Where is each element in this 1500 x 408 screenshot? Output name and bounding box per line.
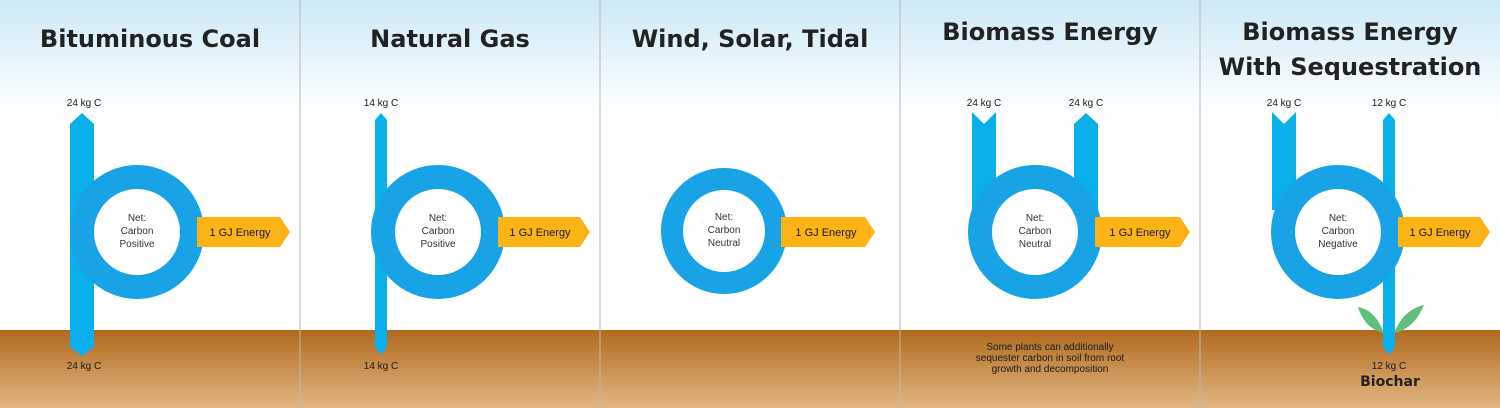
net-label: Positive	[420, 239, 455, 250]
energy-output-arrow	[781, 217, 875, 247]
panel-title: Biomass Energy	[942, 18, 1158, 46]
carbon-bottom-label: 14 kg C	[364, 361, 398, 372]
energy-label: 1 GJ Energy	[795, 227, 857, 239]
net-label: Net:	[1329, 213, 1347, 224]
net-label: Carbon	[1019, 226, 1052, 237]
energy-output-arrow	[498, 217, 590, 247]
net-label: Net:	[1026, 213, 1044, 224]
energy-ring	[371, 165, 505, 299]
net-label: Net:	[128, 213, 146, 224]
net-label: Negative	[1318, 239, 1358, 250]
net-label: Carbon	[708, 225, 741, 236]
carbon-bottom-label: 24 kg C	[67, 361, 101, 372]
net-label: Neutral	[708, 238, 740, 249]
energy-output-arrow	[1398, 217, 1490, 247]
energy-label: 1 GJ Energy	[1409, 227, 1471, 239]
panel-biomass-sequestration: Biomass Energy With Sequestration 24 kg …	[1200, 0, 1500, 408]
energy-label: 1 GJ Energy	[509, 227, 571, 239]
panel-title: Biomass Energy	[1242, 18, 1458, 46]
biochar-label: Biochar	[1360, 374, 1420, 390]
soil-note: Some plants can additionally	[986, 342, 1113, 353]
net-label: Carbon	[1322, 226, 1355, 237]
panel-natural-gas: Natural Gas 14 kg C 14 kg C Net: Carbon …	[300, 0, 600, 408]
panel-wind-solar-tidal: Wind, Solar, Tidal Net: Carbon Neutral 1…	[600, 0, 900, 408]
soil-ground	[900, 330, 1200, 408]
panel-title: Bituminous Coal	[40, 25, 260, 53]
net-label: Net:	[715, 212, 733, 223]
energy-ring	[1271, 165, 1405, 299]
energy-ring	[968, 165, 1102, 299]
carbon-top-label: 12 kg C	[1372, 98, 1406, 109]
carbon-top-label: 14 kg C	[364, 98, 398, 109]
net-label: Net:	[429, 213, 447, 224]
carbon-top-label: 24 kg C	[1267, 98, 1301, 109]
energy-output-arrow	[1095, 217, 1190, 247]
net-label: Carbon	[422, 226, 455, 237]
leaf-icon	[1358, 307, 1384, 333]
soil-ground	[1200, 330, 1500, 408]
net-label: Positive	[119, 239, 154, 250]
net-label: Carbon	[121, 226, 154, 237]
soil-ground	[300, 330, 600, 408]
panel-title: Natural Gas	[370, 25, 530, 53]
panel-title: With Sequestration	[1219, 53, 1482, 81]
panel-biomass-energy: Biomass Energy 24 kg C 24 kg C Net: Carb…	[900, 0, 1200, 408]
soil-ground	[600, 330, 900, 408]
carbon-top-label: 24 kg C	[67, 98, 101, 109]
energy-label: 1 GJ Energy	[1109, 227, 1171, 239]
energy-label: 1 GJ Energy	[209, 227, 271, 239]
soil-note: sequester carbon in soil from root	[976, 353, 1125, 364]
soil-ground	[0, 330, 300, 408]
energy-ring	[70, 165, 204, 299]
soil-note: growth and decomposition	[992, 364, 1109, 375]
net-label: Neutral	[1019, 239, 1051, 250]
carbon-top-label: 24 kg C	[967, 98, 1001, 109]
leaf-icon	[1394, 305, 1424, 333]
panel-title: Wind, Solar, Tidal	[632, 25, 869, 53]
carbon-top-label: 24 kg C	[1069, 98, 1103, 109]
energy-output-arrow	[197, 217, 290, 247]
energy-ring	[661, 168, 787, 294]
carbon-bottom-label: 12 kg C	[1372, 361, 1406, 372]
panel-dividers	[299, 0, 1201, 408]
panel-bituminous-coal: Bituminous Coal 24 kg C 24 kg C Net: Car…	[0, 0, 300, 408]
